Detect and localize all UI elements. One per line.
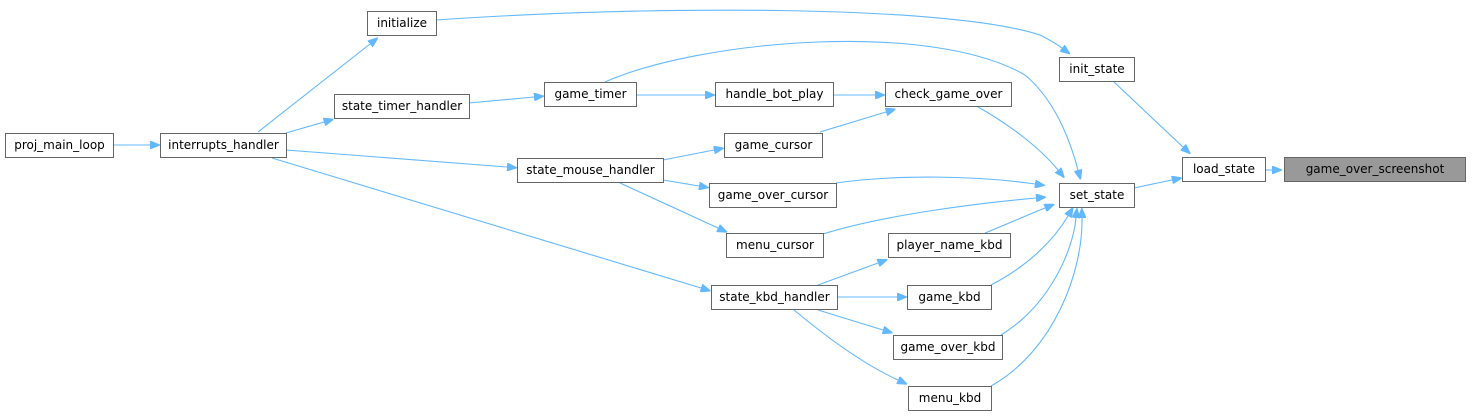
edge-game-over-kbd-to-set-state [1000,218,1076,336]
node-game-over-screenshot[interactable]: game_over_screenshot [1284,157,1466,182]
edge-interrupts-handler-to-state-kbd-handler [271,157,701,288]
edge-menu-cursor-to-set-state [822,198,1036,235]
edge-state-timer-handler-to-game-timer [468,97,534,104]
edge-game-cursor-to-check-game-over [819,112,886,133]
node-proj-main-loop[interactable]: proj_main_loop [5,133,114,158]
node-menu-kbd[interactable]: menu_kbd [908,386,992,411]
edge-game-timer-to-set-state [604,40,1078,170]
edge-interrupts-handler-to-initialize [257,44,370,133]
edge-init-state-to-load-state [1113,81,1183,147]
edge-interrupts-handler-to-state-mouse-handler [285,149,507,167]
node-interrupts-handler[interactable]: interrupts_handler [160,133,287,158]
node-game-kbd[interactable]: game_kbd [907,285,992,310]
edge-interrupts-handler-to-state-timer-handler [285,122,324,134]
edge-initialize-to-init-state [435,9,1062,48]
edge-state-mouse-handler-to-menu-cursor [619,182,718,228]
edge-set-state-to-load-state [1133,180,1172,189]
node-handle-bot-play[interactable]: handle_bot_play [715,82,834,107]
node-player-name-kbd[interactable]: player_name_kbd [888,233,1011,258]
edge-state-kbd-handler-to-player-name-kbd [817,263,878,286]
node-game-cursor[interactable]: game_cursor [724,133,823,158]
node-menu-cursor[interactable]: menu_cursor [726,233,824,258]
node-game-over-cursor[interactable]: game_over_cursor [709,183,837,208]
node-set-state[interactable]: set_state [1059,183,1135,208]
edge-state-kbd-handler-to-game-over-kbd [817,309,883,330]
node-game-timer[interactable]: game_timer [544,82,637,107]
edge-check-game-over-to-set-state [977,106,1058,170]
edge-state-mouse-handler-to-game-cursor [662,150,714,161]
node-state-kbd-handler[interactable]: state_kbd_handler [711,285,838,310]
node-check-game-over[interactable]: check_game_over [885,82,1012,107]
node-initialize[interactable]: initialize [367,11,437,36]
edge-game-kbd-to-set-state [990,216,1068,286]
edge-menu-kbd-to-set-state [990,218,1082,387]
edge-state-kbd-handler-to-menu-kbd [793,309,898,380]
edge-game-over-cursor-to-set-state [835,176,1035,184]
node-state-mouse-handler[interactable]: state_mouse_handler [517,158,664,183]
node-game-over-kbd[interactable]: game_over_kbd [893,335,1003,360]
edge-player-name-kbd-to-set-state [984,208,1045,234]
node-load-state[interactable]: load_state [1182,157,1266,182]
edge-state-mouse-handler-to-game-over-cursor [662,179,699,186]
node-state-timer-handler[interactable]: state_timer_handler [334,94,470,119]
node-init-state[interactable]: init_state [1059,57,1135,82]
